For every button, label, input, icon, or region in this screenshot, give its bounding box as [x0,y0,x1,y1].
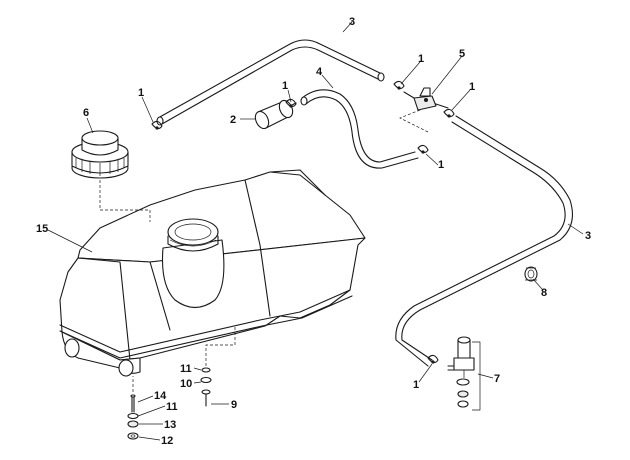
callout-3-upper: 3 [349,16,355,28]
callout-10: 10 [180,378,192,390]
nut-11-upper [201,367,211,373]
callout-4: 4 [316,66,323,78]
fuel-line-lower [395,115,573,367]
hardware-guide-upper [205,325,236,366]
hose-clamp-1b [285,98,297,108]
shutoff-valve [447,336,475,408]
screw-9 [201,389,211,407]
callout-1-left: 1 [138,87,144,99]
callout-13: 13 [164,419,176,431]
callout-1-mid: 1 [438,159,444,171]
hose-clamp-1c [393,80,405,90]
washer-13 [127,420,139,428]
hose-clamp-1d [443,108,455,118]
leader-lines [47,21,584,441]
callout-11-lower: 11 [166,401,178,413]
fuel-tank [59,169,366,377]
callout-1-upper-right: 1 [418,53,424,65]
callout-9: 9 [231,399,237,411]
callout-5: 5 [459,48,465,60]
callout-1-valve: 1 [413,379,419,391]
callout-15: 15 [36,223,48,235]
callout-1-tee: 1 [469,81,475,93]
nut-11-lower [127,412,139,420]
washer-10 [200,376,212,384]
callout-11-upper: 11 [180,363,192,375]
callout-6: 6 [83,107,89,119]
tee-routing-guide [399,109,429,133]
hose-clamp-1f [427,354,439,364]
stud-14 [130,394,136,413]
fuel-line-upper [156,39,385,126]
fuel-filter [254,99,297,130]
callout-12: 12 [161,435,173,447]
callout-8: 8 [541,287,547,299]
valve-bracket [472,341,481,411]
tee-fitting [403,87,449,111]
hose-clamp-1a [151,120,163,130]
callout-7: 7 [494,373,500,385]
grommet [524,266,538,282]
fuel-line-mid [300,89,419,169]
callout-14: 14 [154,390,167,402]
hose-clamp-1e [417,144,429,154]
callout-1-filter: 1 [282,80,288,92]
nut-12 [127,432,139,440]
callout-3-lower: 3 [585,230,591,242]
fuel-cap [71,130,129,179]
callout-2: 2 [230,114,236,126]
cap-assembly-guide [99,180,151,222]
